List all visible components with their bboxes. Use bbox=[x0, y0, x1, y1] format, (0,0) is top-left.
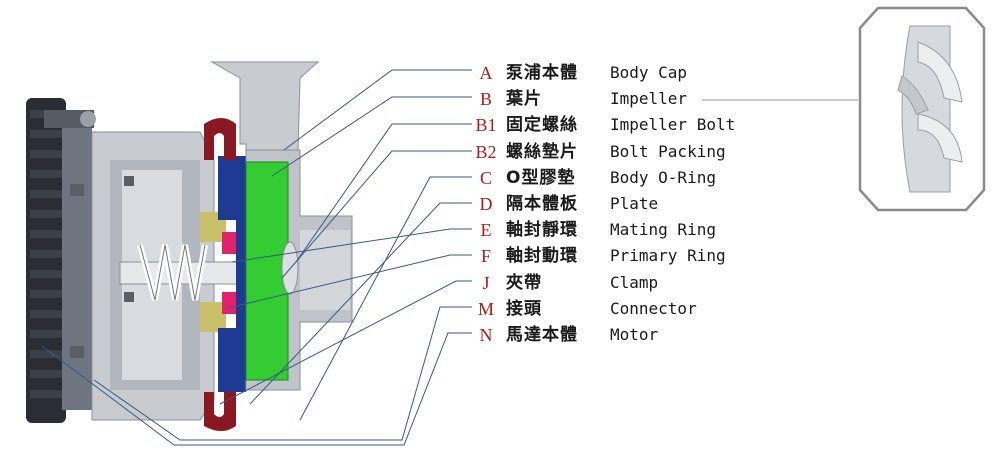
part-code: F bbox=[480, 246, 491, 267]
part-code: E bbox=[480, 220, 492, 241]
part-name-chinese: 接頭 bbox=[506, 298, 542, 319]
legend-row: D 隔本體板 Plate bbox=[472, 191, 772, 217]
part-name-english: Primary Ring bbox=[610, 246, 726, 266]
part-name-chinese: 泵浦本體 bbox=[506, 63, 578, 83]
legend-row: B2 螺絲墊片 Bolt Packing bbox=[472, 139, 772, 165]
part-name-chinese: 固定螺絲 bbox=[506, 115, 578, 136]
legend-row: C O型膠墊 Body O-Ring bbox=[472, 165, 772, 191]
part-code: B1 bbox=[475, 115, 497, 136]
legend-row: E 軸封靜環 Mating Ring bbox=[472, 217, 772, 243]
impeller bbox=[245, 161, 289, 381]
part-name-english: Clamp bbox=[610, 272, 659, 292]
part-name-english: Mating Ring bbox=[610, 220, 716, 240]
impeller-detail-icon bbox=[858, 6, 986, 212]
plate bbox=[218, 156, 246, 392]
part-name-english: Connector bbox=[610, 298, 697, 318]
part-code: C bbox=[479, 167, 492, 188]
legend-row: F 軸封動環 Primary Ring bbox=[472, 243, 772, 269]
legend-row: A 泵浦本體 Body Cap bbox=[472, 60, 772, 86]
clamp bbox=[204, 118, 236, 431]
part-name-english: Impeller Bolt bbox=[610, 115, 736, 135]
part-name-chinese: 螺絲墊片 bbox=[506, 141, 578, 162]
part-name-chinese: 軸封靜環 bbox=[506, 220, 578, 241]
part-name-english: Bolt Packing bbox=[610, 141, 726, 161]
legend-row: J 夾帶 Clamp bbox=[472, 270, 772, 296]
part-code: D bbox=[479, 194, 493, 214]
part-code: A bbox=[479, 63, 493, 83]
legend-row: N 馬達本體 Motor bbox=[472, 322, 772, 348]
part-code: B bbox=[479, 89, 492, 110]
part-code: B2 bbox=[475, 141, 497, 162]
part-name-chinese: 軸封動環 bbox=[506, 246, 578, 267]
part-name-chinese: 馬達本體 bbox=[506, 325, 578, 345]
part-name-chinese: 隔本體板 bbox=[506, 194, 578, 214]
part-name-chinese: 葉片 bbox=[506, 89, 542, 110]
part-name-chinese: O型膠墊 bbox=[506, 167, 576, 188]
motor-body bbox=[26, 98, 96, 423]
part-name-english: Motor bbox=[610, 325, 659, 344]
legend-row: B1 固定螺絲 Impeller Bolt bbox=[472, 112, 772, 138]
part-name-english: Impeller bbox=[610, 89, 688, 109]
legend-row: M 接頭 Connector bbox=[472, 296, 772, 322]
part-name-english: Body O-Ring bbox=[610, 167, 716, 187]
part-code: M bbox=[477, 298, 494, 319]
part-code: N bbox=[479, 325, 493, 345]
part-name-english: Body Cap bbox=[610, 63, 688, 82]
part-name-english: Plate bbox=[610, 194, 659, 213]
leader-lines bbox=[41, 69, 472, 446]
part-code: J bbox=[482, 272, 490, 293]
mechanical-seal bbox=[200, 212, 236, 332]
legend-row: B 葉片 Impeller bbox=[472, 86, 772, 112]
part-name-chinese: 夾帶 bbox=[506, 272, 542, 293]
